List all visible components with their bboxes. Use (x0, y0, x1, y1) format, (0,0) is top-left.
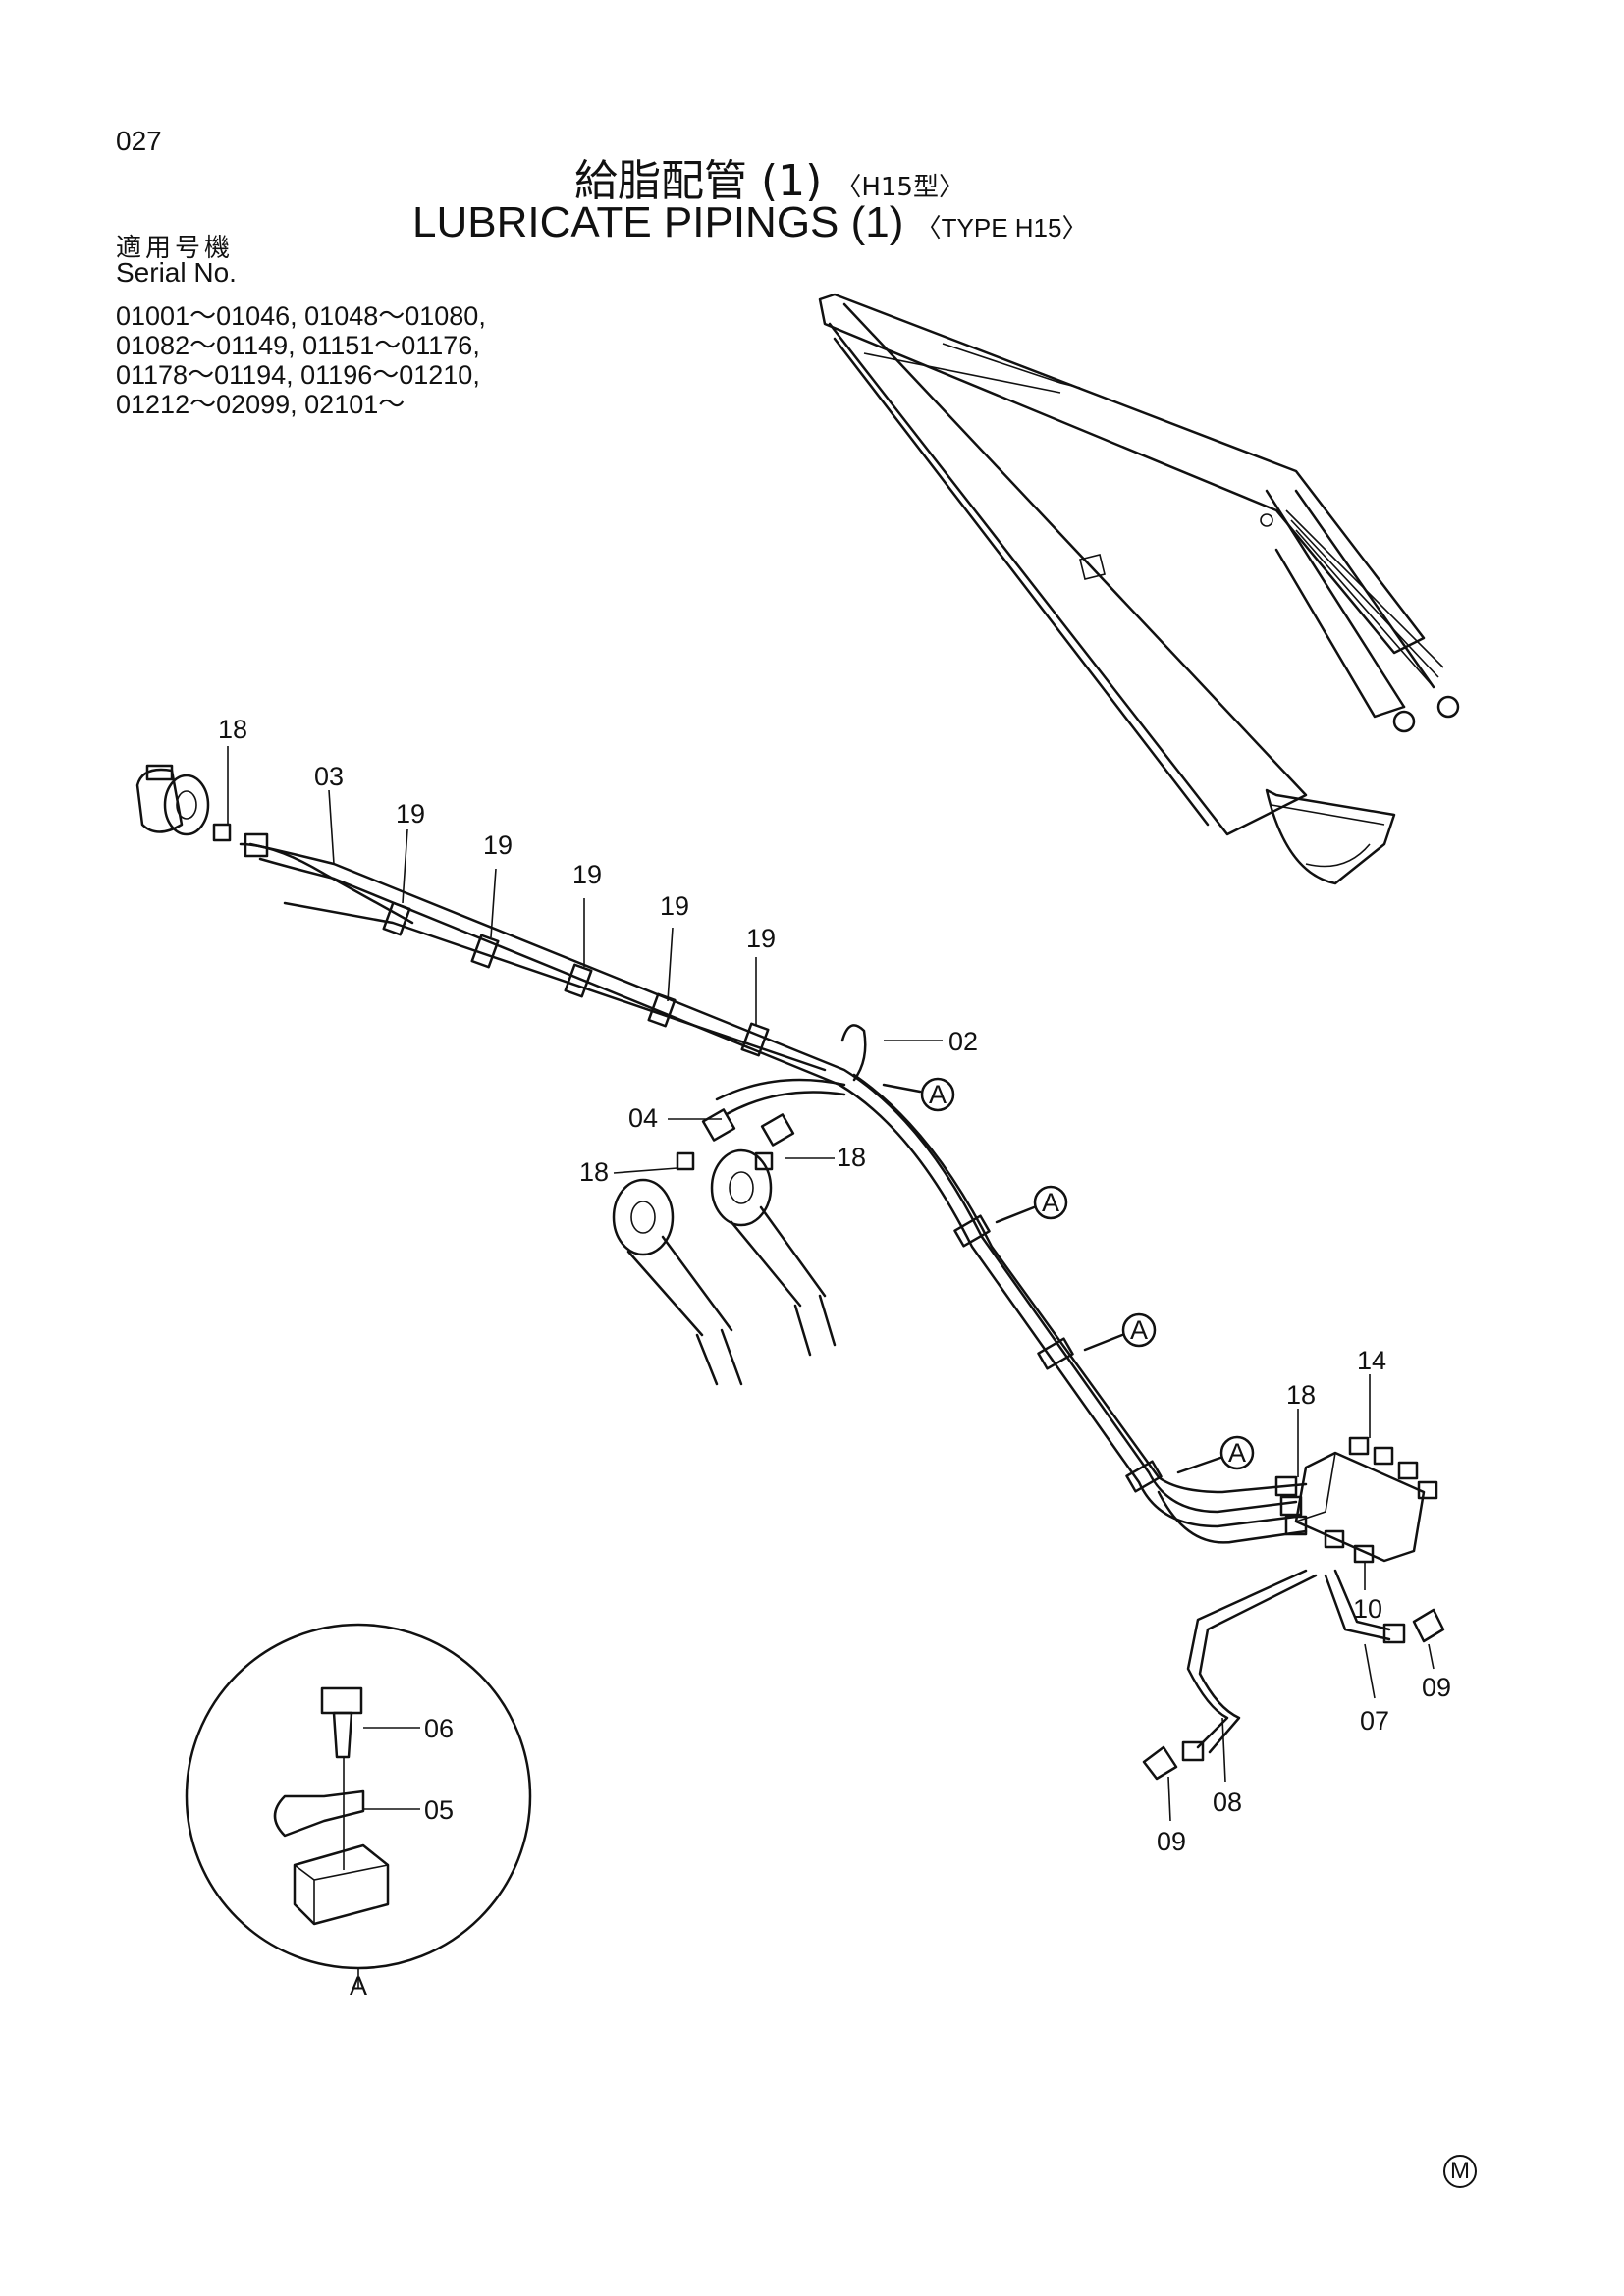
callout-03: 03 (314, 762, 344, 791)
excavator-overview-drawing (818, 293, 1460, 885)
detail-a-markers (882, 1077, 1255, 1474)
callout-08: 08 (1213, 1788, 1242, 1817)
callout-19: 19 (746, 924, 776, 953)
title-jp-type: 〈H15型〉 (836, 173, 964, 202)
serial-line: 01212～02099, 02101～ (116, 390, 406, 419)
callout-18: 18 (579, 1157, 609, 1187)
serial-line: 01082～01149, 01151～01176, (116, 331, 480, 360)
callout-a: A (1130, 1315, 1148, 1345)
callout-19: 19 (396, 799, 425, 828)
callout-10: 10 (1353, 1594, 1382, 1624)
pipe-clamps (382, 901, 1163, 1493)
distribution-block (1274, 1436, 1438, 1564)
callout-19: 19 (572, 860, 602, 889)
callout-09: 09 (1422, 1673, 1451, 1702)
detail-a-circle (185, 1623, 532, 1970)
callout-18: 18 (837, 1143, 866, 1172)
manufacturer-mark: M (1443, 2155, 1477, 2188)
callout-09: 09 (1157, 1827, 1186, 1856)
serial-line: 01178～01194, 01196～01210, (116, 360, 480, 390)
callout-19: 19 (483, 830, 513, 860)
page-number: 027 (116, 126, 162, 156)
title-jp-text: 給脂配管 (1) (574, 156, 823, 206)
left-bearing-block (135, 764, 269, 858)
callout-labels: 18 03 19 19 19 19 19 02 04 18 18 18 14 1… (218, 715, 1451, 2001)
title-en-text: LUBRICATE PIPINGS (1) (412, 198, 904, 246)
callout-06: 06 (424, 1714, 454, 1743)
callout-a: A (1228, 1438, 1246, 1468)
callout-14: 14 (1357, 1346, 1386, 1375)
serial-label-japanese: 適用号機 (116, 234, 235, 263)
callout-18: 18 (218, 715, 247, 744)
callout-a: A (929, 1080, 947, 1109)
callout-04: 04 (628, 1103, 658, 1133)
title-japanese: 給脂配管 (1) 〈H15型〉 (574, 145, 964, 208)
callout-19: 19 (660, 891, 689, 921)
detail-a-label: A (350, 1971, 367, 2001)
title-english: LUBRICATE PIPINGS (1) 〈TYPE H15〉 (412, 198, 1087, 247)
serial-label-english: Serial No. (116, 257, 237, 288)
callout-18: 18 (1286, 1380, 1316, 1410)
lubricate-pipe-bundle (239, 842, 1308, 1544)
leader-lines (227, 746, 1435, 1988)
callout-07: 07 (1360, 1706, 1389, 1735)
hose-and-rods (612, 1024, 867, 1386)
pipes-07-08 (1142, 1569, 1445, 1781)
callout-a: A (1042, 1188, 1059, 1217)
title-en-type: 〈TYPE H15〉 (915, 213, 1088, 242)
callout-02: 02 (948, 1027, 978, 1056)
serial-line: 01001～01046, 01048～01080, (116, 301, 486, 331)
callout-05: 05 (424, 1795, 454, 1825)
